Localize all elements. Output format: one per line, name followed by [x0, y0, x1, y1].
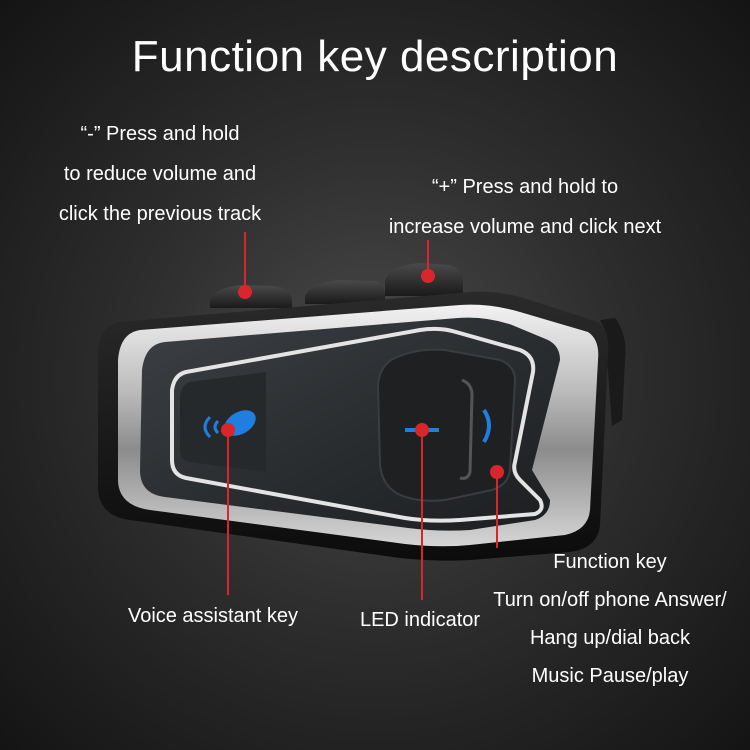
function-key-line-4: Music Pause/play	[531, 665, 689, 687]
function-key-pad	[376, 348, 517, 502]
minus-button	[210, 285, 292, 308]
plus-key-line-2: increase volume and click next	[388, 216, 662, 238]
function-key-line-1: Function key	[553, 551, 667, 573]
plus-key-line-1: “+” Press and hold to	[431, 176, 619, 198]
minus-marker-dot	[238, 285, 252, 299]
function-key-icon	[482, 408, 491, 444]
center-button	[305, 280, 385, 304]
face-outline	[170, 326, 544, 523]
function-key-line-3: Hang up/dial back	[529, 627, 691, 649]
plus-marker-dot	[421, 269, 435, 283]
minus-key-line-2: to reduce volume and	[63, 163, 257, 185]
page-title: Function key description	[131, 32, 619, 81]
callout-markers	[221, 232, 504, 600]
led-marker-dot	[415, 423, 429, 437]
function-key-ridge	[459, 378, 474, 480]
plus-key-description: “+” Press and hold to increase volume an…	[360, 167, 690, 247]
minus-key-line-3: click the previous track	[58, 203, 262, 225]
voice-key-area	[180, 372, 266, 472]
voice-key-label: Voice assistant key	[127, 605, 299, 627]
minus-key-line-1: “-” Press and hold	[80, 123, 240, 145]
function-key-line-2: Turn on/off phone Answer/	[493, 589, 727, 611]
function-marker-dot	[490, 465, 504, 479]
function-key-description: Function key Turn on/off phone Answer/ H…	[470, 543, 750, 695]
voice-marker-dot	[221, 423, 235, 437]
minus-key-description: “-” Press and hold to reduce volume and …	[40, 114, 280, 234]
led-indicator-label: LED indicator	[359, 609, 481, 631]
